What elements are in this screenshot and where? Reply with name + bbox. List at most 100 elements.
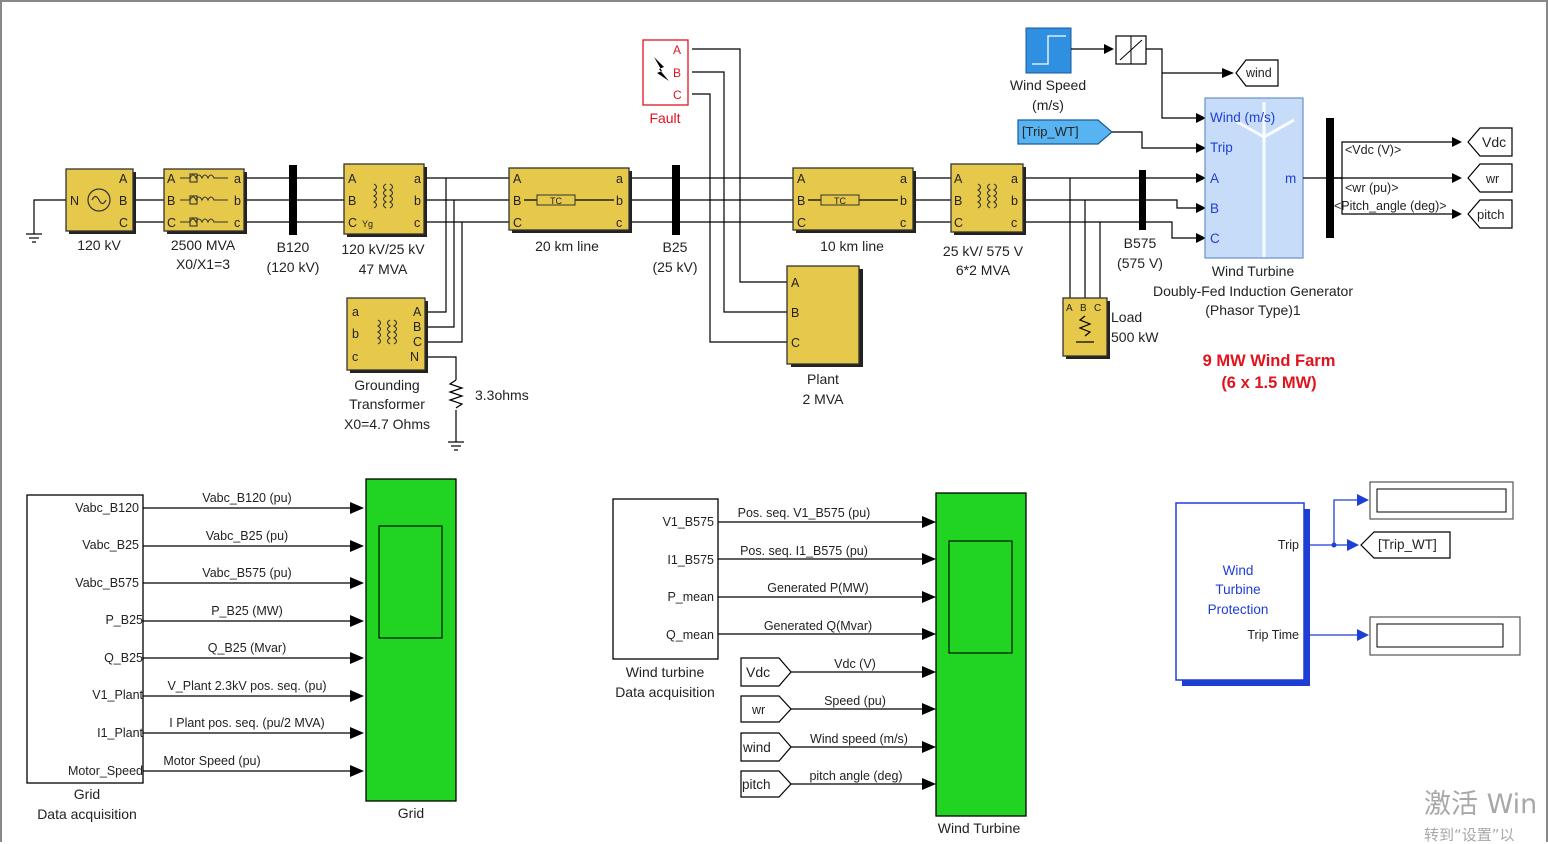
svg-text:C: C [167, 216, 176, 230]
source-port-n: N [70, 194, 79, 208]
svg-text:A: A [348, 172, 357, 186]
grid-acq-label-2: Data acquisition [37, 806, 137, 822]
wind-turbine-dfig-block[interactable]: Wind (m/s) Trip A B C m Wind Turbine Dou… [1153, 97, 1353, 318]
svg-text:B: B [797, 194, 805, 208]
source-port-a: A [119, 172, 128, 186]
svg-text:B: B [954, 194, 962, 208]
resistor-3-3ohms[interactable]: 3.3ohms [448, 379, 529, 451]
load-block[interactable]: A B C Load 500 kW [1062, 297, 1159, 359]
tr1-label-2: 47 MVA [359, 261, 408, 277]
vdc-from-tag[interactable]: Vdc [740, 657, 792, 687]
wind-goto-tag[interactable]: wind [1235, 59, 1279, 87]
wt-signal-2: Pos. seq. I1_B575 (pu) [740, 544, 868, 558]
wt-label-2: Doubly-Fed Induction Generator [1153, 283, 1353, 299]
wt-acq-label-2: Data acquisition [615, 684, 715, 700]
svg-text:C: C [513, 216, 522, 230]
source-120kv-block[interactable]: N A B C 120 kV [65, 168, 136, 253]
bus-selector-demux[interactable] [1326, 118, 1334, 238]
svg-text:B: B [348, 194, 356, 208]
pitch-goto-label: pitch [1477, 207, 1504, 222]
wr-goto-label: wr [1485, 172, 1499, 186]
svg-text:A: A [954, 172, 963, 186]
wt-signal-6: Speed (pu) [824, 694, 886, 708]
grid-acq-label-1: Grid [74, 786, 100, 802]
watermark-line2: 转到“设置”以 [1424, 826, 1515, 844]
resistor-label: 3.3ohms [475, 387, 529, 403]
svg-text:a: a [616, 172, 623, 186]
pitch-from-tag[interactable]: pitch [740, 770, 792, 798]
grid-signal-1: Vabc_B120 (pu) [202, 491, 291, 505]
ground-icon [26, 233, 42, 243]
svg-text:B: B [413, 320, 421, 334]
b25-label-2: (25 kV) [652, 259, 697, 275]
line10-label: 10 km line [820, 238, 884, 254]
pitch-goto-tag[interactable]: pitch [1467, 199, 1513, 229]
b25-bus[interactable]: B25 (25 kV) [652, 165, 698, 275]
grid-scope-label: Grid [398, 805, 424, 821]
b120-bus[interactable]: B120 (120 kV) [267, 165, 320, 275]
wr-from-tag[interactable]: wr [740, 695, 792, 723]
source-label: 120 kV [77, 237, 121, 253]
wt-signal-4: Generated Q(Mvar) [764, 619, 872, 633]
trip-display[interactable] [1369, 481, 1514, 520]
vdc-goto-tag[interactable]: Vdc [1467, 127, 1513, 157]
trip-time-display[interactable] [1369, 616, 1521, 656]
demux-signal-pitch: <Pitch_angle (deg)> [1334, 199, 1447, 213]
svg-text:C: C [791, 336, 800, 350]
tr2-label-2: 6*2 MVA [956, 262, 1011, 278]
wind-turbine-protection-block[interactable]: Wind Turbine Protection Trip Trip Time [1175, 502, 1310, 686]
grid-acq-out-3: Vabc_B575 [75, 576, 139, 590]
svg-text:A: A [513, 172, 522, 186]
protection-port-trip: Trip [1278, 538, 1299, 552]
power-wires [33, 48, 1198, 442]
svg-text:b: b [352, 327, 359, 341]
b25-label-1: B25 [663, 239, 688, 255]
fault-block[interactable]: A B C Fault [642, 39, 689, 126]
wind-speed-step-block[interactable]: Wind Speed (m/s) [1010, 27, 1086, 113]
wr-goto-tag[interactable]: wr [1467, 163, 1513, 193]
trip-wt-goto-tag[interactable]: [Trip_WT] [1360, 531, 1451, 559]
svg-text:A: A [797, 172, 806, 186]
b575-bus[interactable]: B575 (575 V) [1117, 170, 1163, 271]
wt-signal-7: Wind speed (m/s) [810, 732, 908, 746]
wt-label-3: (Phasor Type)1 [1205, 302, 1301, 318]
svg-text:b: b [900, 194, 907, 208]
protection-title-2: Turbine [1215, 582, 1260, 597]
rate-limiter-block[interactable] [1115, 35, 1147, 65]
svg-text:c: c [234, 216, 240, 230]
wt-data-acquisition-block[interactable]: V1_B575 I1_B575 P_mean Q_mean Wind turbi… [612, 498, 719, 700]
b120-label-1: B120 [277, 239, 310, 255]
svg-text:a: a [352, 305, 359, 319]
protection-title-3: Protection [1208, 602, 1269, 617]
grid-signal-5: Q_B25 (Mvar) [208, 641, 287, 655]
wt-acq-signals: Pos. seq. V1_B575 (pu) Pos. seq. I1_B575… [718, 506, 936, 790]
svg-text:a: a [900, 172, 907, 186]
plant-label-1: Plant [807, 371, 839, 387]
wt-signal-5: Vdc (V) [834, 657, 876, 671]
wt-port-b: B [1210, 201, 1219, 216]
fault-label: Fault [649, 110, 680, 126]
farm-title-line1: 9 MW Wind Farm [1203, 352, 1336, 370]
svg-text:TC: TC [550, 196, 562, 206]
plant-label-2: 2 MVA [803, 391, 845, 407]
svg-text:c: c [352, 350, 358, 364]
wind-goto-label: wind [1245, 66, 1272, 80]
plant-block[interactable]: A B C Plant 2 MVA [786, 265, 863, 407]
svg-text:B: B [673, 66, 681, 80]
tr1-label-1: 120 kV/25 kV [341, 241, 425, 257]
wt-port-wind: Wind (m/s) [1210, 110, 1275, 125]
trip-wt-from-tag[interactable]: [Trip_WT] [1017, 119, 1113, 145]
turbine-icon [1233, 102, 1295, 257]
wind-from-tag[interactable]: wind [740, 732, 792, 762]
wind-turbine-scope-block[interactable]: Wind Turbine [935, 492, 1027, 836]
grid-acq-out-2: Vabc_B25 [82, 538, 139, 552]
grid-data-acquisition-block[interactable]: Vabc_B120 Vabc_B25 Vabc_B575 P_B25 Q_B25… [26, 494, 144, 822]
grid-scope-block[interactable]: Grid [365, 478, 457, 821]
grid-acq-signals: Vabc_B120 (pu) Vabc_B25 (pu) Vabc_B575 (… [143, 491, 364, 777]
